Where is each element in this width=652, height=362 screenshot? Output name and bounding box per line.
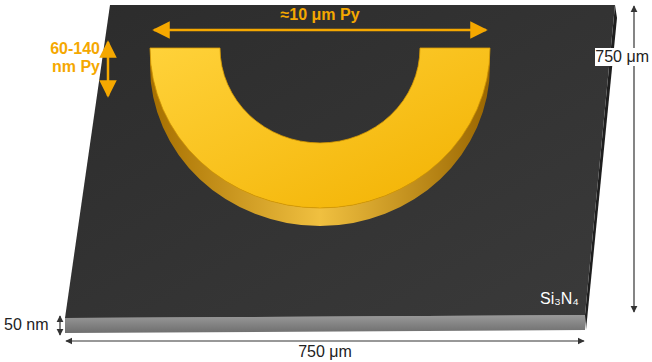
film-arrow: [59, 316, 60, 335]
slab-front: [65, 315, 585, 333]
width-label: ≈10 μm Py: [280, 6, 359, 24]
bottom-arrow: [66, 340, 584, 341]
material-label: Si₃N₄: [540, 290, 579, 308]
film-thickness: 50 nm: [4, 316, 48, 334]
ring-side: [150, 48, 490, 226]
bottom-dimension: 750 μm: [298, 343, 352, 361]
ring-top: [150, 48, 490, 208]
thickness-label: 60-140 nm Py: [44, 40, 100, 76]
side-dimension: 750 μm: [595, 48, 649, 66]
slab-top: [65, 5, 615, 318]
width-arrow: [154, 29, 486, 32]
thickness-arrow: [107, 42, 110, 96]
